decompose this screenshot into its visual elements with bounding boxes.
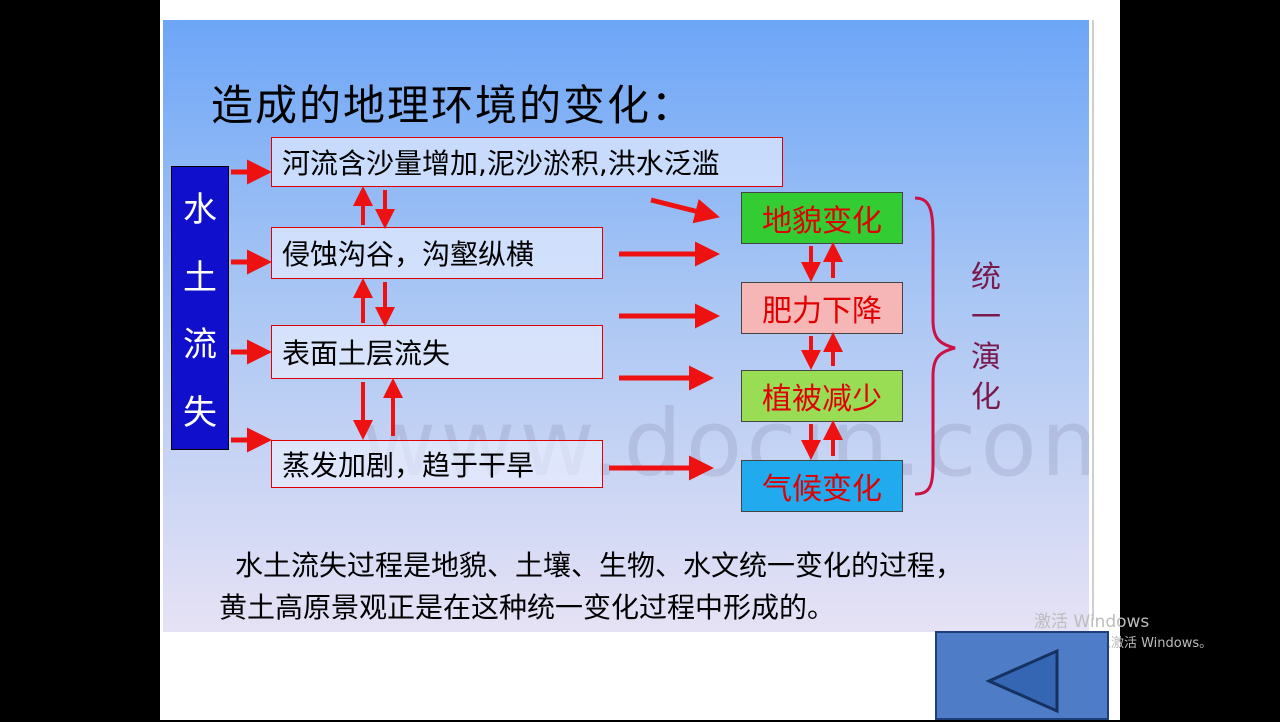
brace-label-char: 化 xyxy=(971,380,1001,415)
center-box-drought: 蒸发加剧，趋于干旱 xyxy=(271,440,603,488)
right-box-label: 气候变化 xyxy=(762,472,882,507)
side-label-char: 水 xyxy=(183,190,217,231)
side-label-char: 流 xyxy=(183,325,217,366)
right-box-fertility: 肥力下降 xyxy=(741,282,903,334)
right-box-label: 植被减少 xyxy=(762,382,882,417)
center-box-sediment: 河流含沙量增加,泥沙淤积,洪水泛滥 xyxy=(271,137,783,187)
back-button[interactable] xyxy=(935,631,1109,720)
slide-title: 造成的地理环境的变化： xyxy=(211,81,696,130)
side-label-char: 失 xyxy=(183,392,217,433)
arrow-layer xyxy=(231,159,956,496)
center-box-gully: 侵蚀沟谷，沟壑纵横 xyxy=(271,227,603,279)
brace-label-char: 一 xyxy=(971,300,1001,335)
divider-line xyxy=(1092,20,1094,620)
windows-activate-title: 激活 Windows xyxy=(1034,612,1150,632)
right-box-landform: 地貌变化 xyxy=(741,192,903,244)
right-box-label: 地貌变化 xyxy=(762,204,882,239)
right-box-climate: 气候变化 xyxy=(741,460,903,512)
slide: www.docin.com 造成的地理环境的变化： 水 土 流 失 河流含沙量增… xyxy=(163,20,1089,632)
brace-label-char: 统 xyxy=(971,260,1001,295)
arrow xyxy=(650,197,720,224)
triangle-left-icon xyxy=(985,648,1059,714)
paragraph-line-2: 黄土高原景观正是在这种统一变化过程中形成的。 xyxy=(219,591,836,624)
side-label-box: 水 土 流 失 xyxy=(171,166,229,450)
side-label-char: 土 xyxy=(183,257,217,298)
brace-label: 统 一 演 化 xyxy=(968,258,1004,418)
brace xyxy=(914,196,956,496)
right-box-label: 肥力下降 xyxy=(762,294,882,329)
paragraph-line-1: 水土流失过程是地貌、土壤、生物、水文统一变化的过程， xyxy=(235,549,964,582)
brace-label-char: 演 xyxy=(971,340,1001,375)
center-box-topsoil: 表面土层流失 xyxy=(271,325,603,379)
right-box-vegetation: 植被减少 xyxy=(741,370,903,422)
